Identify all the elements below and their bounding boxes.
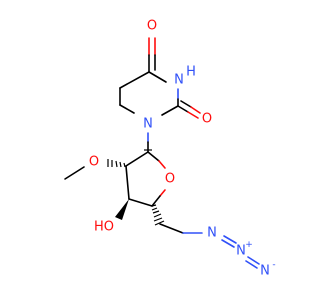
- bond-ch2-n-a: [159, 223, 184, 234]
- bond-azide-n1-n2: [221, 235, 237, 248]
- stereo-wedge-c3prime-oh: [115, 199, 129, 220]
- atom-label-o-c2: O: [202, 112, 212, 127]
- bond-c3prime-c2prime: [125, 165, 130, 200]
- bond-c4-o-double: [148, 37, 156, 73]
- bond-c4-n3: [148, 71, 167, 83]
- molecule-structure-diagram: O N H O N O O HO N N + N -: [64, 19, 276, 279]
- bond-c1prime-c2prime: [125, 151, 149, 167]
- atom-label-n3: N: [174, 73, 184, 88]
- bond-azide-n2-n3: [245, 256, 260, 269]
- stereo-hash-c4prime-ch2: [151, 204, 165, 226]
- stereo-hash-c2prime-o: [107, 159, 126, 168]
- atom-charge-n-azide-2: +: [245, 240, 253, 250]
- molecule-canvas: O N H O N O O HO N N + N -: [64, 19, 276, 279]
- atom-label-n-azide-3: N: [260, 264, 270, 279]
- bond-c2-o-double: [177, 100, 201, 119]
- bond-c1prime-o4-a: [147, 151, 160, 162]
- atom-label-o-ring: O: [165, 172, 175, 187]
- atom-label-n1: N: [143, 117, 153, 132]
- bond-c6-n1: [119, 104, 135, 114]
- atom-label-o-c4: O: [147, 19, 157, 34]
- atom-label-h-n3: H: [186, 65, 196, 80]
- atom-label-oh: HO: [94, 220, 114, 235]
- bond-o4-c4prime-b: [151, 195, 161, 207]
- bond-c4-c5: [119, 71, 150, 89]
- bond-o4-c4prime-a: [159, 189, 166, 197]
- bond-o-methyl: [64, 166, 85, 180]
- bond-c2-n1: [161, 105, 179, 116]
- bond-c1prime-o4-b: [158, 160, 166, 169]
- atom-label-n-azide-2: N: [236, 244, 246, 259]
- bond-c4prime-c3prime: [128, 198, 153, 207]
- atom-charge-n-azide-3: -: [272, 260, 275, 270]
- atom-label-o-methoxy: O: [89, 155, 99, 170]
- atom-label-n-azide-1: N: [207, 226, 217, 241]
